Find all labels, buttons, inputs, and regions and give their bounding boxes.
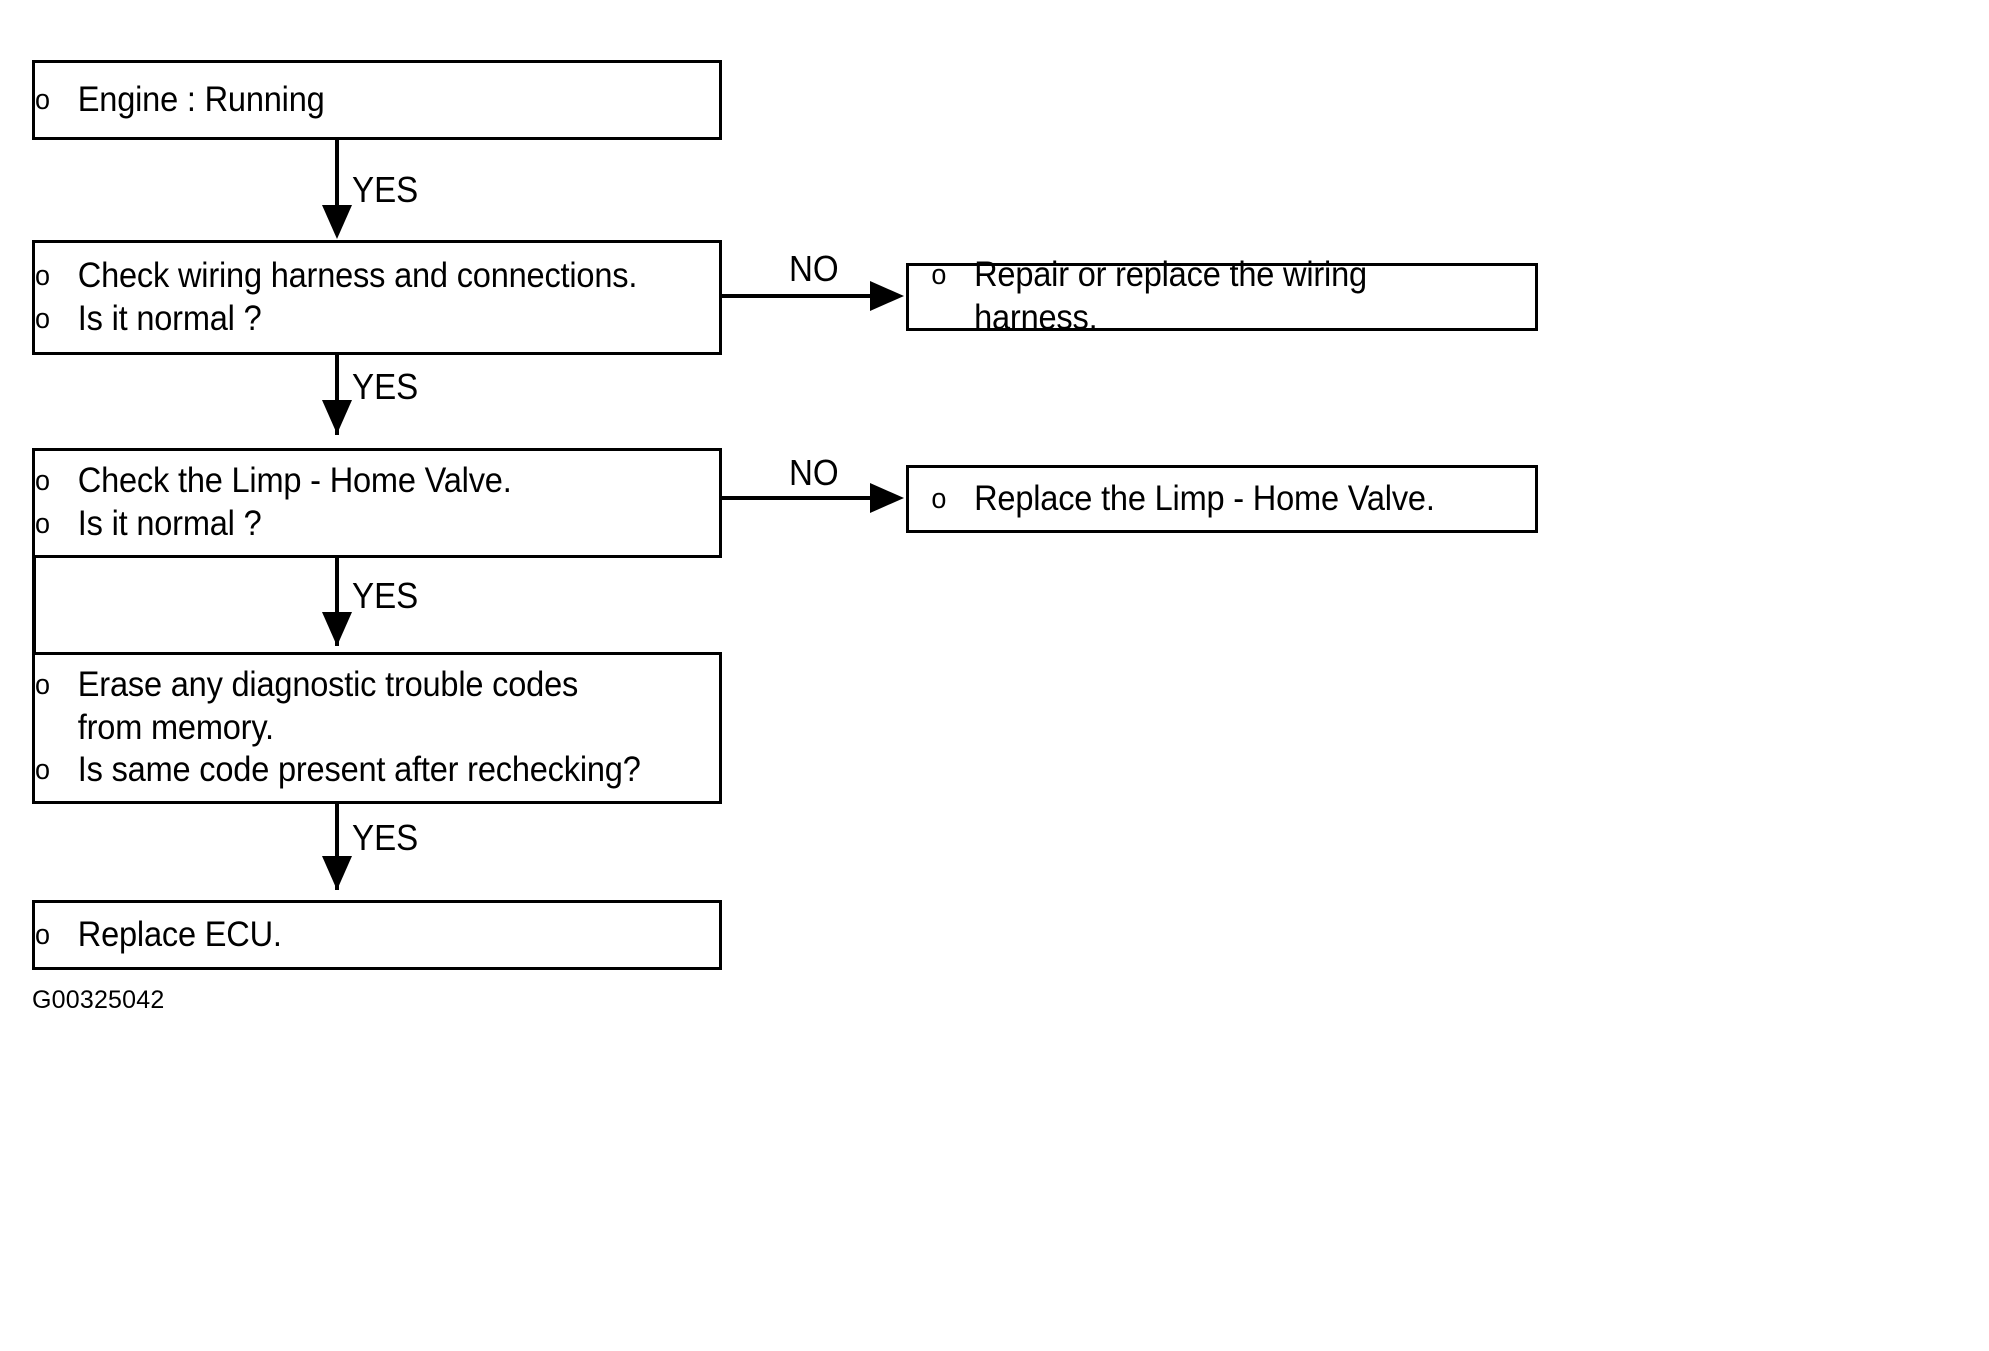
- figure-caption-id: G00325042: [32, 986, 165, 1014]
- node-line: o Repair or replace the wiring harness.: [909, 254, 1491, 339]
- node-text: Check wiring harness and connections.: [77, 255, 638, 295]
- node-check-limp-home-valve[interactable]: o Check the Limp - Home Valve. o Is it n…: [32, 448, 722, 558]
- edge-label-no-1: NO: [789, 248, 839, 289]
- connector-line-yes-1: [335, 140, 339, 220]
- edge-label-no-2: NO: [789, 452, 839, 493]
- edge-label-yes-2: YES: [352, 366, 419, 407]
- node-line: o Is it normal ?: [35, 298, 671, 341]
- node-line: o Replace ECU.: [35, 914, 671, 957]
- node-line: o Replace the Limp - Home Valve.: [909, 478, 1491, 521]
- node-engine-running[interactable]: o Engine : Running: [32, 60, 722, 140]
- node-text: Is it normal ?: [77, 298, 262, 338]
- node-line: o Engine : Running: [35, 79, 671, 122]
- connector-line-yes-2: [335, 355, 339, 435]
- node-repair-wiring[interactable]: o Repair or replace the wiring harness.: [906, 255, 1538, 337]
- bullet-marker: o: [931, 259, 947, 292]
- connector-stem-left: [32, 556, 36, 654]
- edge-label-yes-4: YES: [352, 817, 419, 858]
- node-line: o Check wiring harness and connections.: [35, 255, 671, 298]
- edge-label-yes-3: YES: [352, 575, 419, 616]
- node-replace-ecu[interactable]: o Replace ECU.: [32, 900, 722, 970]
- bullet-marker: o: [35, 465, 50, 498]
- arrow-down-yes-3: [322, 612, 352, 646]
- node-text: Check the Limp - Home Valve.: [77, 461, 512, 501]
- node-line: o Is it normal ?: [35, 503, 671, 546]
- node-text: Is it normal ?: [77, 504, 262, 543]
- connector-line-yes-4: [335, 804, 339, 890]
- arrow-right-no-1: [870, 281, 904, 311]
- connector-line-no-2: [722, 496, 874, 500]
- bullet-marker: o: [35, 754, 50, 787]
- edge-label-yes-1: YES: [352, 169, 419, 210]
- node-text: Erase any diagnostic trouble codes from …: [77, 664, 587, 747]
- bullet-marker: o: [35, 668, 50, 701]
- node-text: Engine : Running: [77, 79, 325, 119]
- node-erase-codes[interactable]: o Erase any diagnostic trouble codes fro…: [32, 652, 722, 804]
- connector-line-yes-3: [335, 558, 339, 646]
- node-check-wiring[interactable]: o Check wiring harness and connections. …: [32, 240, 722, 355]
- node-text: Repair or replace the wiring harness.: [974, 255, 1376, 337]
- bullet-marker: o: [35, 83, 50, 116]
- connector-line-no-1: [722, 294, 874, 298]
- node-text: Is same code present after rechecking?: [77, 750, 641, 790]
- arrow-right-no-2: [870, 483, 904, 513]
- node-line: o Check the Limp - Home Valve.: [35, 460, 671, 503]
- bullet-marker: o: [35, 918, 50, 951]
- bullet-marker: o: [931, 482, 947, 515]
- bullet-marker: o: [35, 302, 50, 335]
- node-replace-limp-home-valve[interactable]: o Replace the Limp - Home Valve.: [906, 465, 1538, 533]
- bullet-marker: o: [35, 508, 50, 540]
- arrow-down-yes-2: [322, 400, 352, 434]
- node-text: Replace the Limp - Home Valve.: [974, 478, 1435, 518]
- node-text: Replace ECU.: [77, 914, 282, 954]
- node-line: o Is same code present after rechecking?: [35, 749, 671, 792]
- bullet-marker: o: [35, 259, 50, 292]
- node-line: o Erase any diagnostic trouble codes fro…: [35, 664, 671, 749]
- arrow-down-yes-1: [322, 205, 352, 239]
- arrow-down-yes-4: [322, 856, 352, 890]
